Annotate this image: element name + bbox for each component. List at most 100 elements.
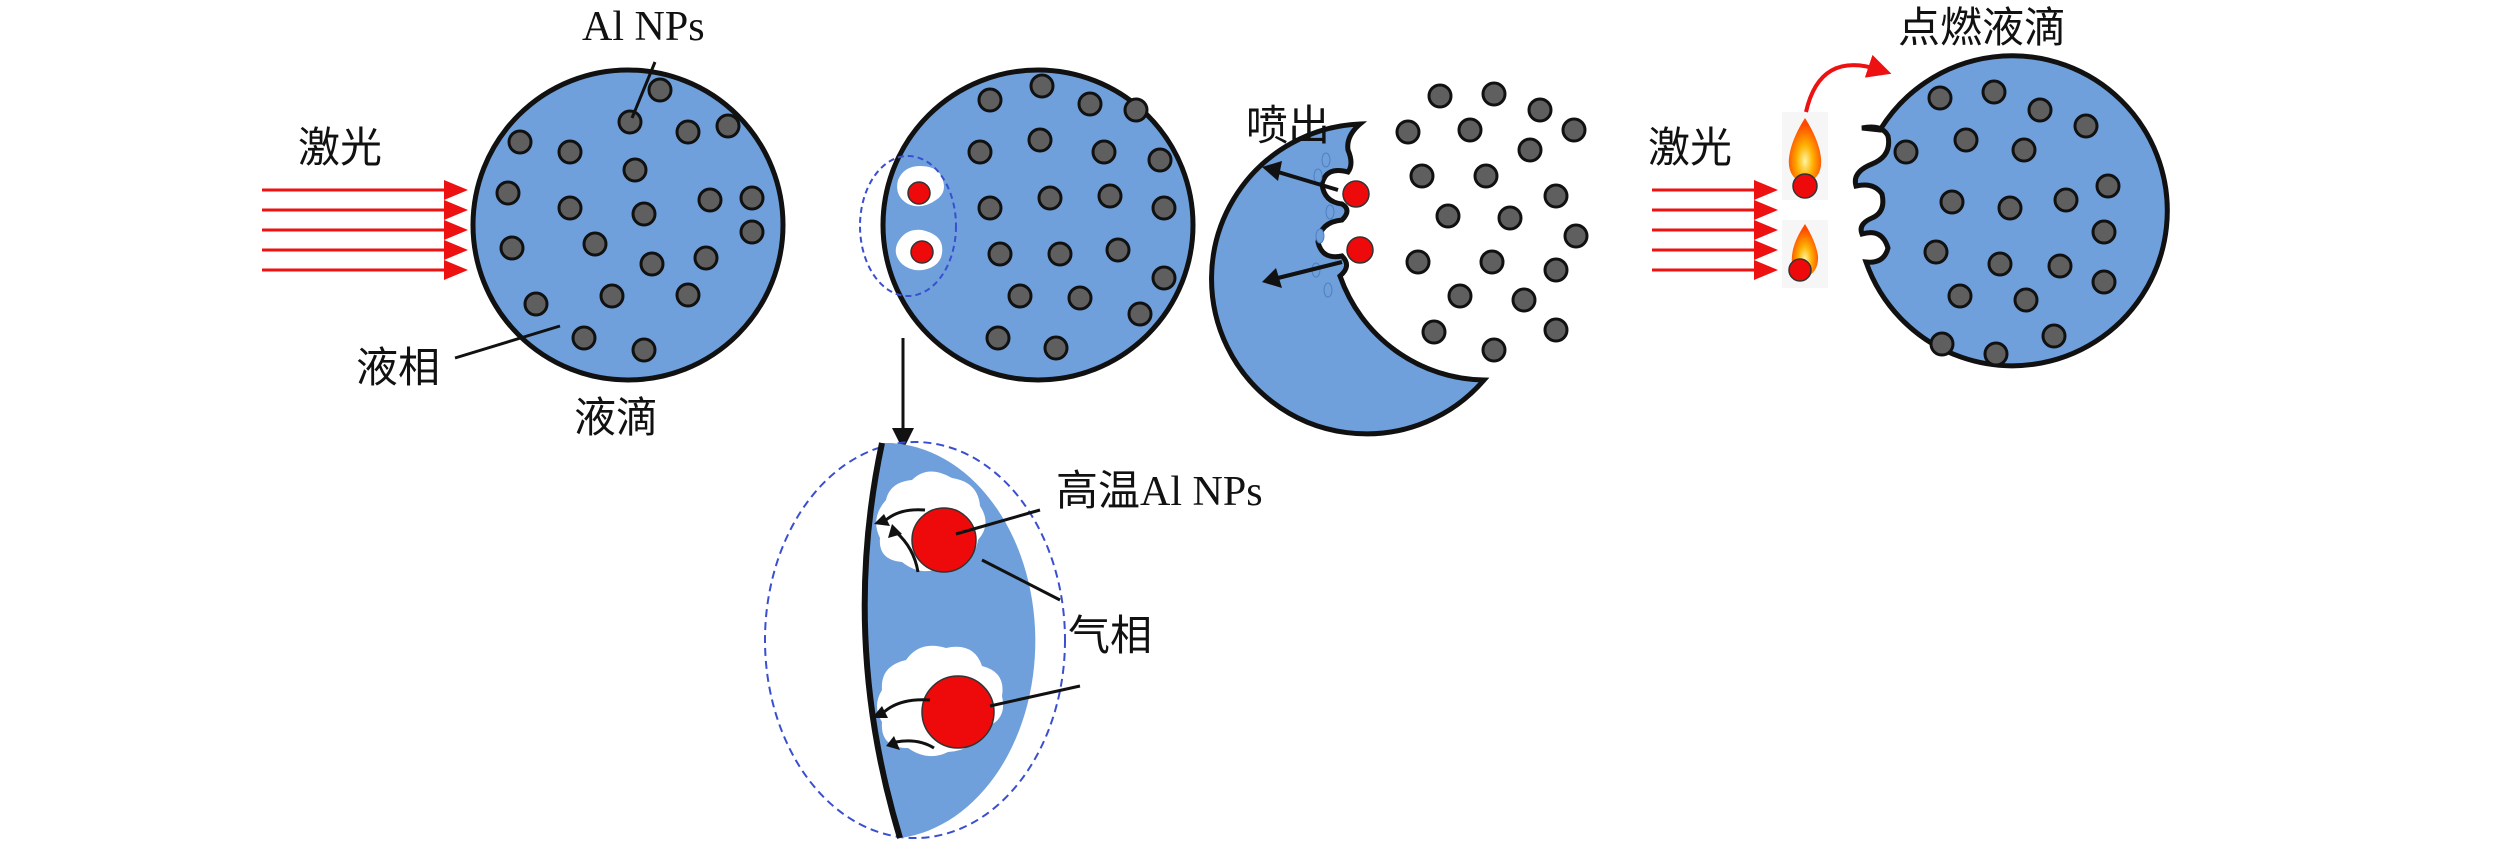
nanoparticle	[1409, 163, 1435, 189]
ejection-arrow	[1277, 170, 1339, 192]
nanoparticle	[1395, 119, 1421, 145]
al-nps-label: Al NPs	[582, 4, 705, 50]
nanoparticle	[507, 129, 533, 155]
ejection-arrow	[1277, 260, 1343, 280]
nanoparticle	[647, 77, 673, 103]
nanoparticle	[499, 235, 525, 261]
burning-particle	[1782, 220, 1828, 288]
nanoparticle	[571, 325, 597, 351]
nanoparticle	[1105, 237, 1131, 263]
nanoparticle	[617, 109, 643, 135]
zoom-inset: 高温Al NPs 气相	[764, 441, 1263, 839]
nanoparticle	[2091, 219, 2117, 245]
nanoparticle	[2041, 323, 2067, 349]
nanoparticle	[1893, 139, 1919, 165]
nanoparticle	[1127, 301, 1153, 327]
hot-particle-large	[911, 507, 977, 573]
nanoparticle	[631, 337, 657, 363]
droplet-surface-edge	[861, 442, 903, 839]
nanoparticle	[1447, 283, 1473, 309]
nanoparticle	[631, 201, 657, 227]
nanoparticle	[1027, 127, 1053, 153]
nanoparticle	[967, 139, 993, 165]
droplet-1	[470, 67, 786, 383]
nanoparticle	[1987, 251, 2013, 277]
spray-droplets	[1311, 152, 1335, 298]
nanoparticle	[1543, 183, 1569, 209]
nanoparticle	[2073, 113, 2099, 139]
hot-al-nps-label: 高温Al NPs	[1056, 469, 1263, 515]
nanoparticle	[1067, 285, 1093, 311]
nanoparticle	[523, 291, 549, 317]
nanoparticle	[1473, 163, 1499, 189]
nanoparticle	[1497, 205, 1523, 231]
nanoparticle	[697, 187, 723, 213]
nanoparticle	[1421, 319, 1447, 345]
nanoparticle	[622, 157, 648, 183]
nanoparticle	[1435, 203, 1461, 229]
gas-phase-leader	[981, 558, 1061, 602]
nanoparticle	[1481, 337, 1507, 363]
laser-beam-left	[262, 180, 468, 280]
nanoparticles-droplet-4	[1893, 79, 2121, 367]
nanoparticle	[1405, 249, 1431, 275]
nanoparticle	[675, 282, 701, 308]
gas-phase-leader	[989, 684, 1081, 708]
nanoparticle	[739, 185, 765, 211]
nanoparticle	[1043, 335, 1069, 361]
nanoparticle	[1007, 283, 1033, 309]
nanoparticle	[1563, 223, 1589, 249]
hot-particle-large	[921, 675, 995, 749]
hot-al-nps-leader	[955, 508, 1041, 536]
nanoparticle	[1037, 185, 1063, 211]
nanoparticle	[987, 241, 1013, 267]
vapor-flow-arrow	[883, 698, 931, 714]
nanoparticle	[2011, 137, 2037, 163]
nanoparticle	[599, 283, 625, 309]
nanoparticle	[1561, 117, 1587, 143]
nanoparticles-droplet-3	[1395, 81, 1589, 363]
nanoparticle	[693, 245, 719, 271]
nanoparticle	[1927, 85, 1953, 111]
nanoparticle	[977, 87, 1003, 113]
nanoparticle	[1479, 249, 1505, 275]
nanoparticle	[1457, 117, 1483, 143]
nanoparticle	[1981, 79, 2007, 105]
nanoparticle	[715, 113, 741, 139]
nanoparticle	[2047, 253, 2073, 279]
nanoparticle	[1983, 341, 2009, 367]
nanoparticle	[1929, 331, 1955, 357]
ignite-droplet-label: 点燃液滴	[1898, 5, 2066, 52]
nanoparticle	[1029, 73, 1055, 99]
nanoparticle	[985, 325, 1011, 351]
ignition-arrow	[1804, 54, 1892, 113]
nanoparticle	[557, 195, 583, 221]
zoom-inset-outline	[764, 441, 1066, 839]
droplet-3	[1209, 121, 1490, 437]
nanoparticle	[1151, 265, 1177, 291]
al-nps-leader	[630, 61, 657, 119]
nanoparticle	[639, 251, 665, 277]
ejecting-hot-particle	[1342, 180, 1370, 208]
nanoparticle	[2013, 287, 2039, 313]
nanoparticle	[1481, 81, 1507, 107]
nanoparticle	[1151, 195, 1177, 221]
stage-1-laser-irradiation: 激光 Al NPs	[262, 4, 786, 442]
nanoparticle	[1923, 239, 1949, 265]
stage-4-droplet-ignition: 激光 点燃液滴	[1648, 5, 2170, 369]
nanoparticle	[582, 231, 608, 257]
nanoparticles-droplet-2	[967, 73, 1177, 361]
nanoparticle	[557, 139, 583, 165]
ejecting-hot-particle	[1346, 236, 1374, 264]
eject-label: 喷出	[1246, 104, 1330, 150]
nanoparticle	[1947, 283, 1973, 309]
nanoparticle	[675, 119, 701, 145]
stage-2-bubble-formation	[859, 67, 1196, 450]
laser-label-right: 激光	[1648, 126, 1732, 172]
nanoparticle	[1939, 189, 1965, 215]
nanoparticle	[1123, 97, 1149, 123]
nanoparticle	[2095, 173, 2121, 199]
laser-beam-right	[1652, 180, 1778, 280]
nanoparticle	[1147, 147, 1173, 173]
